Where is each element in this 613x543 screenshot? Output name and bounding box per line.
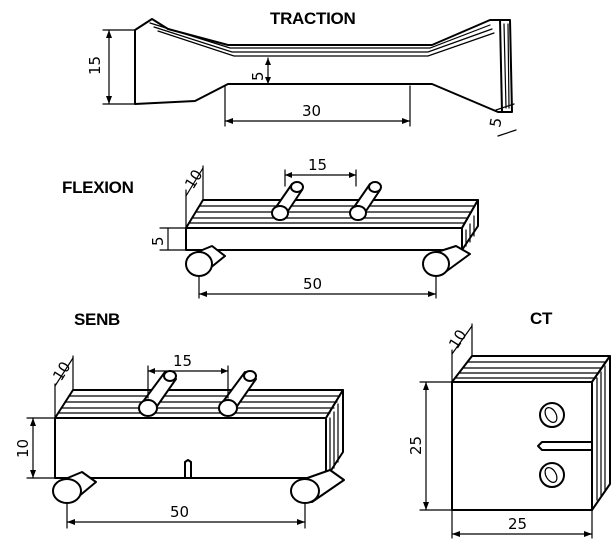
arrowhead — [106, 96, 112, 104]
traction-hatch — [149, 22, 491, 49]
flexion-title: FLEXION — [62, 178, 134, 197]
traction-hatch — [157, 30, 495, 57]
arrowhead — [30, 470, 36, 478]
senb-support-roller — [290, 469, 345, 504]
arrowhead — [265, 77, 271, 84]
roller-end — [52, 478, 82, 504]
arrowhead — [423, 382, 429, 390]
arrowhead — [428, 291, 436, 297]
hole-outline — [539, 462, 565, 488]
flexion-dim-height: 5 — [149, 236, 167, 246]
traction-hatch — [153, 26, 493, 53]
hole-inner — [544, 467, 558, 483]
ct-loading-hole-upper — [539, 402, 565, 428]
roller-end — [185, 251, 213, 277]
traction-dim-height: 15 — [86, 56, 104, 75]
ct-specimen: CT 10 25 — [407, 309, 611, 539]
senb-dim-span: 15 — [173, 352, 192, 370]
traction-dogbone-outline — [134, 18, 513, 113]
roller-end — [163, 370, 177, 382]
roller-end — [368, 181, 382, 193]
arrowhead — [349, 172, 356, 178]
flexion-load-roller — [271, 181, 304, 221]
arrowhead — [30, 418, 36, 426]
roller-end — [243, 370, 257, 382]
ct-loading-hole-lower — [539, 462, 565, 488]
flexion-dim-length: 50 — [303, 275, 322, 293]
traction-hatch — [507, 23, 510, 109]
flexion-bar-front-face — [185, 227, 463, 251]
senb-support-roller — [52, 471, 97, 504]
traction-dim-thickness: 5 — [486, 116, 505, 129]
flexion-specimen: FLEXION — [62, 156, 479, 299]
roller-end — [349, 205, 367, 221]
flexion-support-roller — [185, 245, 226, 277]
arrowhead — [423, 502, 429, 510]
traction-dim-line — [495, 103, 515, 111]
ct-dim-height: 25 — [407, 436, 425, 455]
ct-dim-width: 25 — [508, 515, 527, 533]
flexion-load-roller — [349, 181, 382, 221]
senb-notch — [184, 459, 192, 479]
arrowhead — [221, 368, 228, 374]
flexion-support-roller — [422, 245, 471, 277]
ct-dim-depth: 10 — [445, 326, 470, 352]
traction-specimen: TRACTION 15 5 30 5 — [86, 9, 517, 137]
senb-bar-top-face — [54, 389, 344, 419]
arrowhead — [452, 531, 460, 537]
senb-specimen: SENB — [14, 310, 345, 529]
traction-hatch — [503, 23, 507, 109]
senb-load-roller — [138, 370, 177, 417]
roller-end — [290, 181, 304, 193]
senb-title: SENB — [74, 310, 120, 329]
arrowhead — [225, 118, 233, 124]
ct-block-front-face — [451, 381, 593, 511]
hole-inner — [544, 407, 558, 423]
roller-end — [138, 399, 158, 417]
roller-end — [271, 205, 289, 221]
arrowhead — [297, 519, 305, 525]
ct-dim-line — [451, 325, 473, 355]
arrowhead — [584, 531, 592, 537]
flexion-dim-span: 15 — [308, 156, 327, 174]
arrowhead — [148, 368, 155, 374]
flexion-bar-top-face — [185, 199, 479, 229]
senb-load-roller — [218, 370, 257, 417]
senb-dim-line — [54, 357, 74, 387]
arrowhead — [402, 118, 410, 124]
traction-title: TRACTION — [270, 9, 355, 28]
ct-notch — [537, 441, 593, 451]
arrowhead — [285, 172, 292, 178]
ct-title: CT — [530, 309, 553, 328]
arrowhead — [106, 30, 112, 38]
traction-end-face — [499, 19, 503, 113]
hole-outline — [539, 402, 565, 428]
traction-dim-line — [497, 129, 517, 137]
senb-dim-length: 50 — [170, 503, 189, 521]
arrowhead — [265, 58, 271, 65]
traction-dim-width: 5 — [249, 71, 267, 81]
traction-dim-gauge-length: 30 — [302, 102, 321, 120]
roller-end — [422, 251, 450, 277]
flexion-dim-line — [185, 167, 204, 197]
senb-dim-height: 10 — [14, 439, 32, 458]
arrowhead — [67, 519, 75, 525]
arrowhead — [199, 291, 207, 297]
roller-end — [290, 478, 320, 504]
roller-end — [218, 399, 238, 417]
